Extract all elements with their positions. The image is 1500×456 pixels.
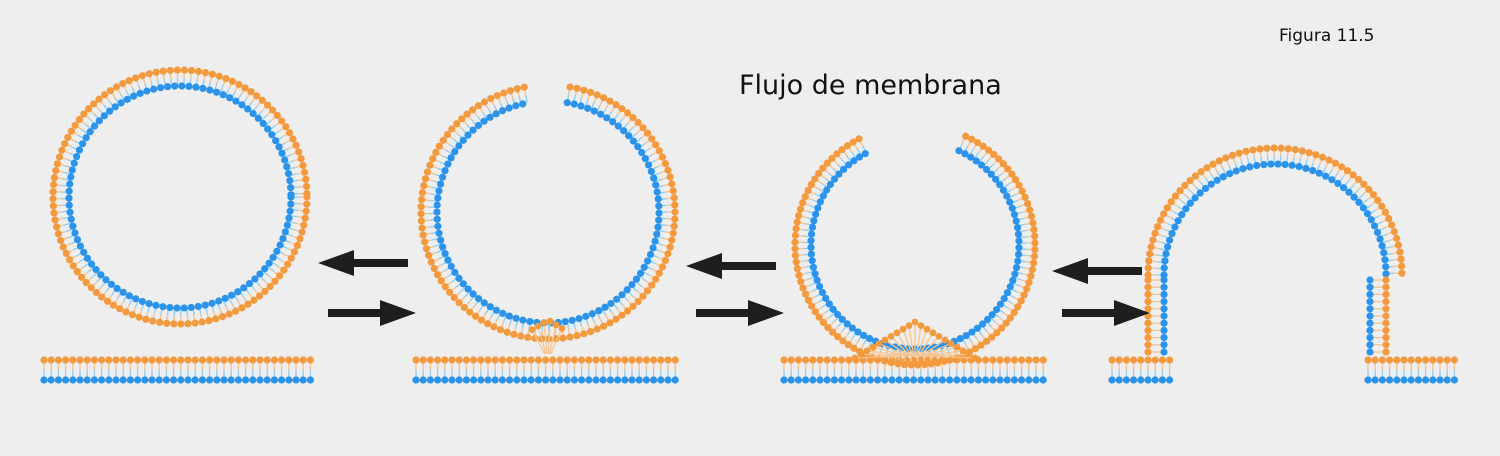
arrow-left-3	[1052, 258, 1142, 284]
arrow-left-1	[318, 250, 408, 276]
arrow-right-3	[1062, 300, 1150, 326]
figure-label: Figura 11.5	[1279, 26, 1375, 46]
arrow-right-2	[696, 300, 784, 326]
arrow-right-1	[328, 300, 416, 326]
arrow-left-2	[686, 253, 776, 279]
stage-omega-invagination	[1108, 144, 1458, 384]
stage-vesicle-narrow-neck	[412, 83, 679, 384]
arrows-group	[318, 250, 1150, 326]
stage-vesicle-wide-neck	[780, 132, 1047, 384]
stage-free-vesicle	[40, 66, 314, 384]
diagram-title: Flujo de membrana	[739, 70, 1002, 101]
